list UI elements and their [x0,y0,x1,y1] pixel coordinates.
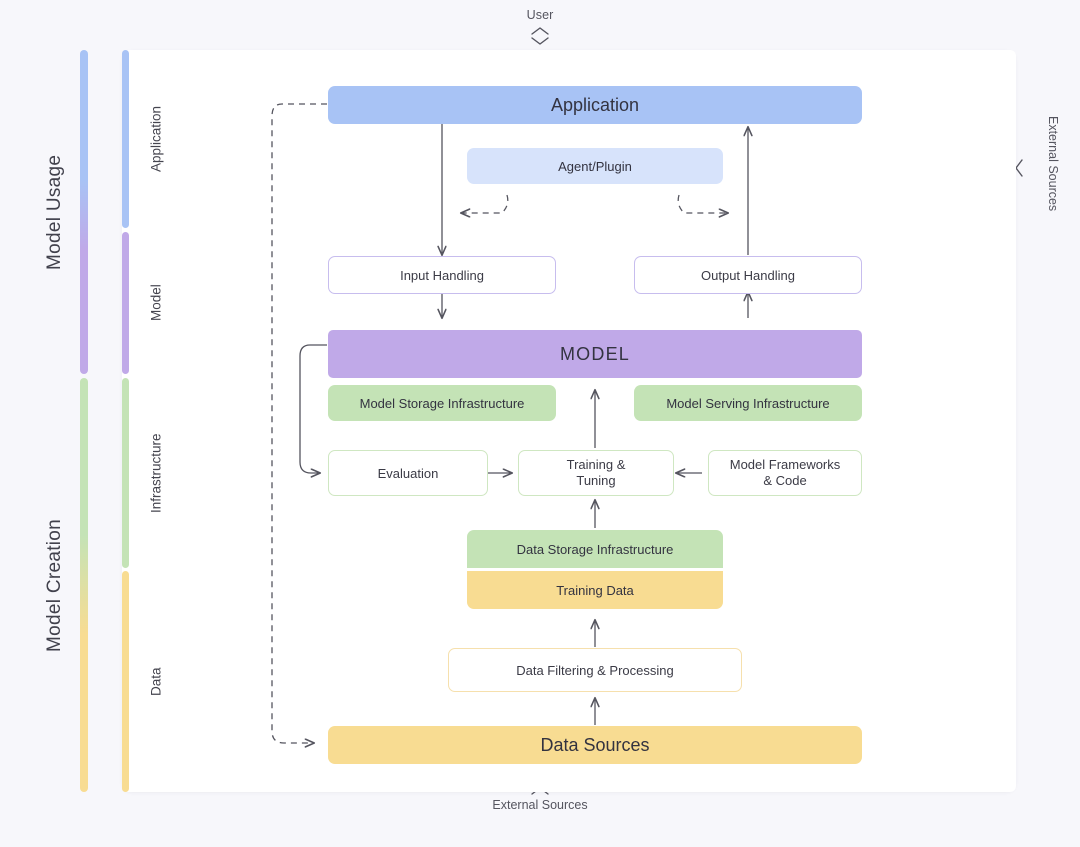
row-rail-data [122,571,129,792]
architecture-panel: Application Model Infrastructure Data [122,50,1016,792]
node-data-filtering-processing[interactable]: Data Filtering & Processing [448,648,742,692]
node-training-data[interactable]: Training Data [467,571,723,609]
node-model-frameworks-code[interactable]: Model Frameworks & Code [708,450,862,496]
external-sources-right-label: External Sources [1046,116,1060,212]
node-application[interactable]: Application [328,86,862,124]
chevron-up-icon [531,27,549,35]
group-label-model-creation: Model Creation [44,518,65,652]
user-label: User [526,8,554,22]
arrow-agent-plugin-to-output-path [677,194,730,218]
node-input-handling[interactable]: Input Handling [328,256,556,294]
node-model-storage-infrastructure[interactable]: Model Storage Infrastructure [328,385,556,421]
user-connector: User [0,8,1080,46]
node-model-frameworks-line1: Model Frameworks [729,456,841,472]
row-application: Application [122,50,1016,228]
node-output-handling[interactable]: Output Handling [634,256,862,294]
external-sources-right-connector: External Sources [1008,116,1080,250]
node-training-tuning-line1: Training & [566,456,626,472]
row-rail-model [122,232,129,374]
node-agent-plugin[interactable]: Agent/Plugin [467,148,723,184]
row-rail-application [122,50,129,228]
arrow-application-to-data-sources [271,103,327,748]
user-chevron-stack [0,26,1080,46]
arrow-model-to-evaluation [299,344,327,478]
node-data-sources[interactable]: Data Sources [328,726,862,764]
row-rail-infrastructure [122,378,129,568]
node-model-serving-infrastructure[interactable]: Model Serving Infrastructure [634,385,862,421]
connector-overlay [271,103,753,748]
node-training-tuning[interactable]: Training & Tuning [518,450,674,496]
node-data-storage-infrastructure[interactable]: Data Storage Infrastructure [467,530,723,568]
chevron-down-icon [531,37,549,45]
node-evaluation[interactable]: Evaluation [328,450,488,496]
node-model-frameworks-line2: & Code [763,473,807,488]
chevron-left-icon [1015,159,1023,177]
group-rail-model-usage [80,50,88,374]
group-rail-model-creation [80,378,88,792]
external-sources-bottom-label: External Sources [492,798,588,812]
group-label-model-usage: Model Usage [44,154,65,270]
node-model[interactable]: MODEL [328,330,862,378]
arrow-agent-plugin-to-input-path [459,194,509,218]
node-training-tuning-line2: Tuning [576,473,616,488]
